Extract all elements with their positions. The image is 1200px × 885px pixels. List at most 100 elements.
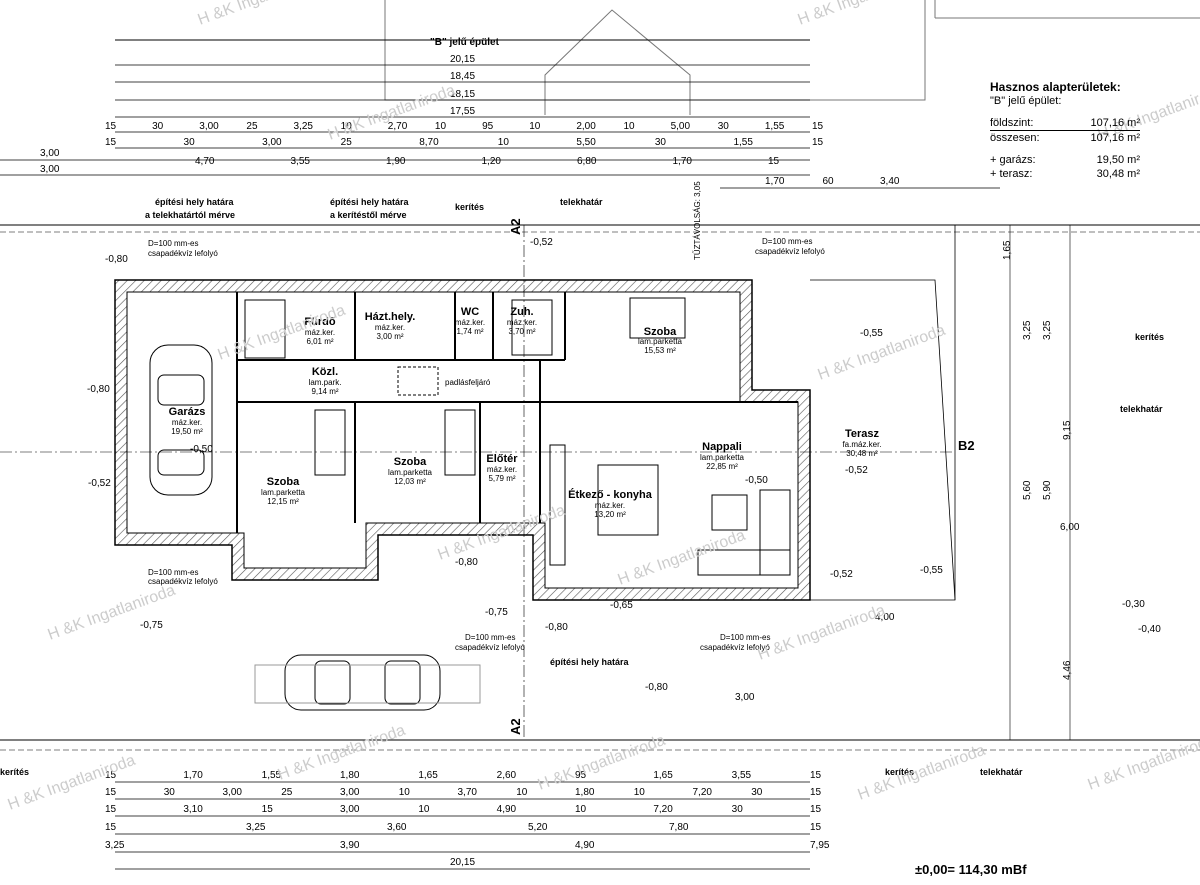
dim-label: 15 xyxy=(262,804,274,815)
top-dimension-lines xyxy=(0,64,1000,189)
legend-row-foldszint: földszint: 107,16 m² xyxy=(990,116,1140,131)
dim-label: 10 xyxy=(418,804,430,815)
room-eloter-name: Előtér xyxy=(486,453,518,465)
dim-label: 1,80 xyxy=(340,770,360,781)
room-terasz-name: Terasz xyxy=(845,428,880,440)
dim-label: 15 xyxy=(105,822,117,833)
room-labels: Garázs máz.ker. 19,50 m² Fürdő máz.ker. … xyxy=(169,306,882,519)
dim-label: 15 xyxy=(810,822,822,833)
dim-label: 3,00 xyxy=(340,804,360,815)
legend-label: + garázs: xyxy=(990,154,1036,166)
watermark-text: H &K Ingatlaniroda xyxy=(756,602,888,664)
dim-label: 5,20 xyxy=(528,822,548,833)
room-kozl-area: 9,14 m² xyxy=(311,387,338,396)
dim-label: 1,90 xyxy=(386,156,406,167)
dim-label: 10 xyxy=(634,787,646,798)
dim-label: 1,20 xyxy=(482,156,502,167)
level-mark: -0,50 xyxy=(745,475,768,486)
dim-1845: 18,45 xyxy=(450,71,475,82)
dim-label: 3,00 xyxy=(223,787,243,798)
dim-label: 10 xyxy=(341,121,353,132)
legend-title: Hasznos alapterületek: xyxy=(990,80,1121,94)
dim-label: 25 xyxy=(341,137,353,148)
dim-label: 10 xyxy=(435,121,447,132)
dim-label: 30 xyxy=(184,137,196,148)
dim-label: 4,46 xyxy=(1062,660,1073,680)
room-garazs-area: 19,50 m² xyxy=(171,427,203,436)
room-nappali-area: 22,85 m² xyxy=(706,462,738,471)
watermark-text: H &K Ingatlaniroda xyxy=(856,742,988,804)
label-kerites-left: kerítés xyxy=(0,767,29,777)
dim-label: 2,70 xyxy=(388,121,408,132)
dim-label: 9,15 xyxy=(1062,420,1073,440)
dim-label: 3,25 xyxy=(294,121,314,132)
level-mark: -0,80 xyxy=(105,254,128,265)
house-walls xyxy=(114,279,811,601)
dim-total-bottom: 20,15 xyxy=(450,857,475,868)
label-telekhatar-bottom: telekhatár xyxy=(980,767,1023,777)
room-nappali-floor: lam.parketta xyxy=(700,453,745,462)
room-szoba1-name: Szoba xyxy=(644,326,677,338)
room-etkezo-floor: máz.ker. xyxy=(595,501,625,510)
label-hatar2b: a kerítéstől mérve xyxy=(330,210,407,220)
room-szoba1-area: 15,53 m² xyxy=(644,346,676,355)
legend-value: 107,16 m² xyxy=(1090,117,1140,129)
level-mark: -0,40 xyxy=(1138,624,1161,635)
room-szoba2-area: 12,15 m² xyxy=(267,497,299,506)
section-b2-right: B2 xyxy=(958,438,975,453)
room-zuh-area: 3,70 m² xyxy=(508,327,535,336)
room-terasz-area: 30,48 m² xyxy=(846,449,878,458)
dim-label: 3,00 xyxy=(40,164,60,175)
dim-label: 30 xyxy=(164,787,176,798)
dim-label: 60 xyxy=(823,176,835,187)
dim-label: 5,90 xyxy=(1042,480,1053,500)
dim-label: 15 xyxy=(810,804,822,815)
legend-value: 30,48 m² xyxy=(1096,168,1140,180)
dim-label: 95 xyxy=(575,770,587,781)
level-mark: -0,80 xyxy=(645,682,668,693)
room-zuh-floor: máz.ker. xyxy=(507,318,537,327)
dim-label: 15 xyxy=(105,121,117,132)
dim-label: 3,00 xyxy=(735,692,755,703)
dim-label: 15 xyxy=(812,121,824,132)
room-szoba3-floor: lam.parketta xyxy=(388,468,433,477)
building-label: "B" jelű épület xyxy=(430,37,500,48)
room-eloter-area: 5,79 m² xyxy=(488,474,515,483)
dim-label: 3,10 xyxy=(183,804,203,815)
dim-label: 3,40 xyxy=(880,176,900,187)
dim-label: 3,55 xyxy=(732,770,752,781)
room-wc-area: 1,74 m² xyxy=(456,327,483,336)
parked-car xyxy=(254,654,481,711)
dim-label: 30 xyxy=(152,121,164,132)
room-szoba2-name: Szoba xyxy=(267,476,300,488)
drain-4b: csapadékvíz lefolyó xyxy=(455,643,525,652)
label-telekhatar-top: telekhatár xyxy=(560,197,603,207)
garage-car xyxy=(149,344,213,496)
drain-1b: csapadékvíz lefolyó xyxy=(148,249,218,258)
room-garazs-floor: máz.ker. xyxy=(172,418,202,427)
drain-1: D=100 mm-es xyxy=(148,239,198,248)
dim-label: 5,60 xyxy=(1022,480,1033,500)
legend-row-osszesen: összesen:107,16 m² xyxy=(990,131,1140,145)
dim-label: 1,65 xyxy=(1002,240,1013,260)
dim-label: 1,70 xyxy=(765,176,785,187)
dim-label: 30 xyxy=(718,121,730,132)
dim-label: 4,90 xyxy=(575,840,595,851)
room-nappali-name: Nappali xyxy=(702,441,742,453)
legend-value: 19,50 m² xyxy=(1096,154,1140,166)
level-mark: -0,80 xyxy=(455,557,478,568)
section-a2-bottom: A2 xyxy=(508,718,523,735)
dim-label: 10 xyxy=(516,787,528,798)
fence-lines xyxy=(0,224,1200,751)
legend-label: összesen: xyxy=(990,132,1040,144)
boundary-labels: építési hely határa a telekhatártól mérv… xyxy=(0,197,1164,777)
dim-1815: 18,15 xyxy=(450,89,475,100)
watermark-text: H &K Ingatlaniroda xyxy=(6,752,138,814)
drain-3b: csapadékvíz lefolyó xyxy=(148,577,218,586)
dim-label: 3,55 xyxy=(291,156,311,167)
dim-label: 15 xyxy=(105,804,117,815)
dim-label: 15 xyxy=(768,156,780,167)
level-mark: -0,52 xyxy=(88,478,111,489)
legend-label: földszint: xyxy=(990,117,1034,129)
